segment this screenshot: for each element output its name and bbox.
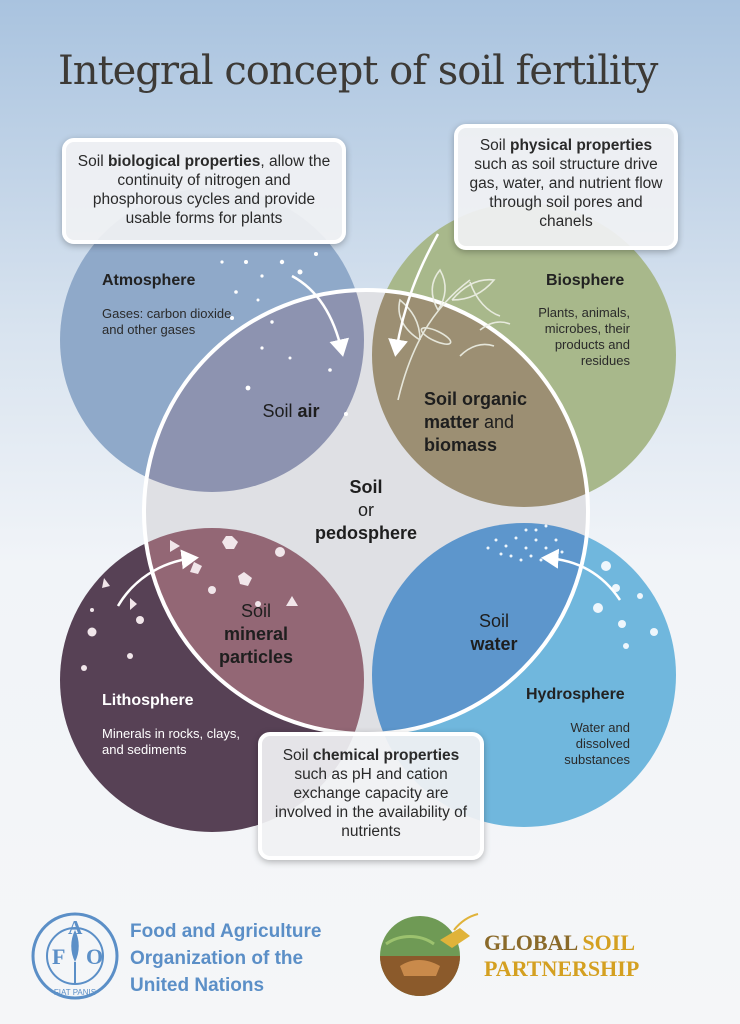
soil-mineral-label: Soil mineral particles	[210, 600, 302, 669]
soil-air-label: Soil air	[236, 400, 346, 423]
gas-flow-arrow	[291, 274, 350, 357]
physical-box-prefix: Soil	[479, 137, 510, 154]
lithosphere-label: Lithosphere	[102, 692, 194, 709]
water-flow-arrow	[541, 548, 622, 601]
gas-particles	[220, 252, 348, 416]
soil-water-emphasis: water	[470, 634, 518, 654]
water-droplets	[486, 524, 658, 649]
atmosphere-label: Atmosphere	[102, 272, 196, 289]
fao-motto: FIAT PANIS	[54, 988, 96, 997]
biosphere-label: Biosphere	[546, 272, 625, 289]
chemical-box-text: such as pH and cation exchange capacity …	[274, 766, 468, 840]
gsp-globe-icon	[380, 913, 479, 996]
fao-letter-o: O	[86, 944, 103, 969]
biosphere-description: Plants, animals, microbes, their product…	[538, 305, 630, 368]
organic-flow-arrow	[388, 233, 440, 357]
biological-box-emphasis: biological properties	[107, 153, 261, 170]
pedosphere-line3: pedosphere	[314, 523, 418, 543]
physical-properties-box: Soil physical properties such as soil st…	[454, 124, 678, 250]
gsp-logo-text: GLOBAL SOIL PARTNERSHIP	[484, 930, 639, 982]
biological-box-prefix: Soil	[77, 153, 108, 170]
chemical-box-prefix: Soil	[282, 747, 313, 764]
physical-box-emphasis: physical properties	[510, 137, 653, 154]
soil-organic-and: and	[479, 412, 515, 432]
soil-water-label: Soil water	[448, 610, 540, 656]
pedosphere-line1: Soil	[349, 477, 383, 497]
page-title: Integral concept of soil fertility	[58, 48, 658, 94]
hydrosphere-description: Water and dissolved substances	[564, 720, 630, 767]
soil-air-emphasis: air	[297, 401, 320, 421]
gsp-word-soil: SOIL	[582, 930, 636, 955]
gsp-word-partnership: PARTNERSHIP	[484, 956, 640, 981]
fao-letter-f: F	[52, 944, 65, 969]
soil-organic-matter-label: Soil organic matter and biomass	[424, 388, 536, 457]
fao-letter-a: A	[68, 917, 83, 939]
soil-water-line1: Soil	[478, 611, 509, 631]
soil-air-prefix: Soil	[262, 401, 298, 421]
lithosphere-description: Minerals in rocks, clays, and sediments	[102, 726, 240, 757]
physical-box-text: such as soil structure drive gas, water,…	[469, 156, 663, 230]
chemical-properties-box: Soil chemical properties such as pH and …	[258, 732, 484, 860]
soil-organic-line1: Soil organic	[424, 389, 528, 409]
plant-residue-sketch	[397, 268, 511, 401]
soil-organic-line3: biomass	[424, 435, 498, 455]
fao-organization-name: Food and Agriculture Organization of the…	[130, 921, 322, 996]
pedosphere-label: Soil or pedosphere	[296, 476, 436, 545]
chemical-box-emphasis: chemical properties	[312, 747, 460, 764]
mineral-flow-arrow	[116, 549, 199, 607]
soil-mineral-line1: Soil	[240, 601, 271, 621]
soil-organic-line2: matter	[424, 412, 480, 432]
soil-mineral-emphasis: mineral particles	[218, 624, 294, 667]
hydrosphere-label: Hydrosphere	[526, 686, 625, 703]
biological-properties-box: Soil biological properties, allow the co…	[62, 138, 346, 244]
atmosphere-description: Gases: carbon dioxide and other gases	[102, 306, 232, 337]
pedosphere-line2: or	[357, 500, 374, 520]
fao-emblem-icon	[31, 912, 119, 1000]
biological-box-text: , allow the continuity of nitrogen and p…	[92, 153, 331, 227]
gsp-word-global: GLOBAL	[484, 930, 577, 955]
